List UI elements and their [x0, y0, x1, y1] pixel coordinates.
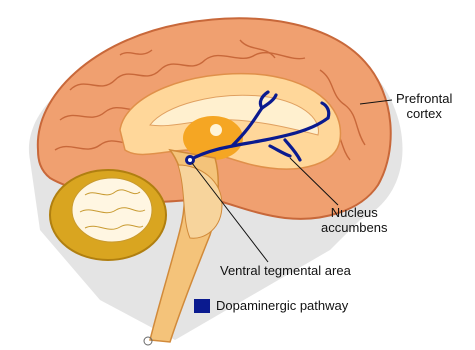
nucleus-accumbens-label: Nucleus accumbens — [321, 205, 387, 235]
prefrontal-label-line2: cortex — [396, 106, 452, 121]
pineal-spot — [210, 124, 222, 136]
corner-mark — [144, 337, 152, 345]
legend: Dopaminergic pathway — [194, 298, 348, 313]
legend-swatch — [194, 299, 210, 313]
nucleus-label-line1: Nucleus — [321, 205, 387, 220]
vta-node-center — [188, 158, 192, 162]
nucleus-label-line2: accumbens — [321, 220, 387, 235]
legend-text: Dopaminergic pathway — [216, 298, 348, 313]
ventral-tegmental-area-label: Ventral tegmental area — [220, 263, 351, 278]
prefrontal-cortex-label: Prefrontal cortex — [396, 91, 452, 121]
prefrontal-label-line1: Prefrontal — [396, 91, 452, 106]
